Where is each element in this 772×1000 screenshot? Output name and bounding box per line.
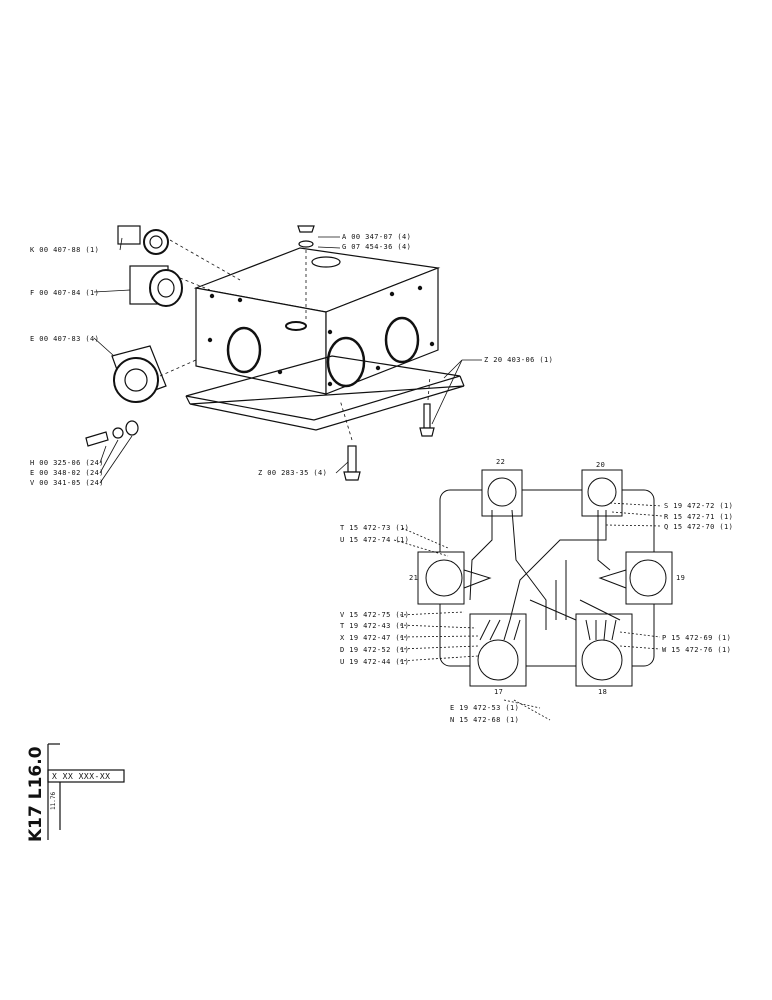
- label-a-top: A 00 347-07 (4): [342, 233, 412, 241]
- label-n: N 15 472-68 (1): [450, 716, 520, 724]
- connector-e: [111, 345, 167, 403]
- gasket-frame: [185, 355, 465, 431]
- bottom-bolts: [343, 403, 435, 481]
- conn-19-label: 19: [676, 574, 686, 582]
- label-t1: T 15 472-73 (1): [340, 524, 410, 532]
- drawing-date: 11.76: [50, 791, 57, 810]
- label-f-connector: F 00 407-84 (1): [30, 289, 100, 297]
- fasteners: [85, 420, 139, 447]
- label-g-top: G 07 454-36 (4): [342, 243, 412, 251]
- label-r: R 15 472-71 (1): [664, 513, 734, 521]
- label-q: Q 15 472-70 (1): [664, 523, 734, 531]
- label-p: P 15 472-69 (1): [662, 634, 732, 642]
- title-block: [47, 743, 125, 840]
- label-e-washer: E 00 348-02 (24): [30, 469, 104, 477]
- label-k-connector: K 00 407-88 (1): [30, 246, 100, 254]
- conn-21-label: 21: [409, 574, 419, 582]
- label-s: S 19 472-72 (1): [664, 502, 734, 510]
- label-h-bolt: H 00 325-06 (24): [30, 459, 104, 467]
- junction-box: [193, 247, 441, 395]
- label-v-nut: V 00 341-05 (24): [30, 479, 104, 487]
- conn-17-label: 17: [494, 688, 504, 696]
- label-e-connector: E 00 407-83 (4): [30, 335, 100, 343]
- label-z-right: Z 20 403-06 (1): [484, 356, 554, 364]
- label-d: D 19 472-52 (1): [340, 646, 410, 654]
- label-e-wiring: E 19 472-53 (1): [450, 704, 520, 712]
- label-u2: U 19 472-44 (1): [340, 658, 410, 666]
- part-mask: X XX XXX-XX: [52, 772, 111, 781]
- label-w: W 15 472-76 (1): [662, 646, 732, 654]
- label-u1: U 15 472-74 (1): [340, 536, 410, 544]
- connector-f: [129, 265, 183, 307]
- conn-18-label: 18: [598, 688, 608, 696]
- label-v: V 15 472-75 (1): [340, 611, 410, 619]
- wiring-schematic: [417, 469, 673, 687]
- top-fasteners: [297, 225, 315, 248]
- sheet-code: K17 L16.0: [26, 746, 46, 842]
- label-z-bottom: Z 00 283-35 (4): [258, 469, 328, 477]
- conn-22-label: 22: [496, 458, 506, 466]
- label-t2: T 19 472-43 (1): [340, 622, 410, 630]
- connector-k: [117, 225, 169, 255]
- conn-20-label: 20: [596, 461, 606, 469]
- label-x: X 19 472-47 (1): [340, 634, 410, 642]
